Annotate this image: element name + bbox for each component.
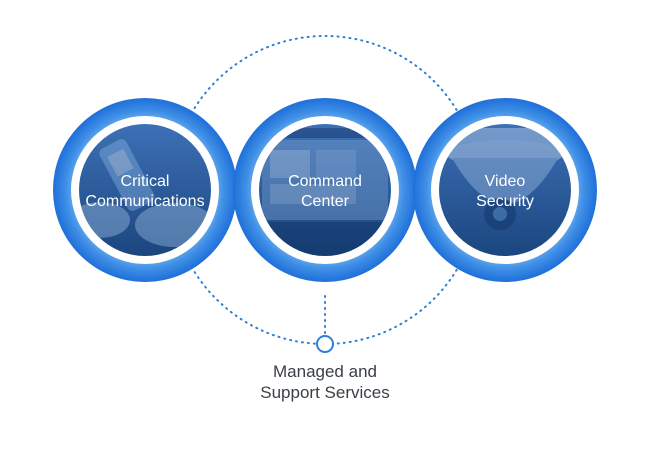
label-line-2: Center [301, 193, 350, 210]
label-line-2: Security [476, 193, 534, 210]
label-line-1: Video [485, 173, 526, 190]
label-line-1: Critical [121, 173, 170, 190]
service-circle-video-security[interactable]: Video Security [413, 98, 597, 282]
footer-line-1: Managed and [273, 362, 377, 381]
footer-line-2: Support Services [260, 383, 389, 402]
label-line-1: Command [288, 173, 362, 190]
photo-background [79, 124, 211, 256]
label-line-2: Communications [85, 193, 204, 210]
security-camera-icon [440, 128, 570, 230]
service-circle-command-center[interactable]: Command Center [233, 98, 417, 282]
service-circle-critical-communications[interactable]: Critical Communications [53, 98, 237, 282]
footer-node-marker [316, 335, 334, 353]
photo-background [259, 124, 391, 256]
photo-background [439, 124, 571, 256]
